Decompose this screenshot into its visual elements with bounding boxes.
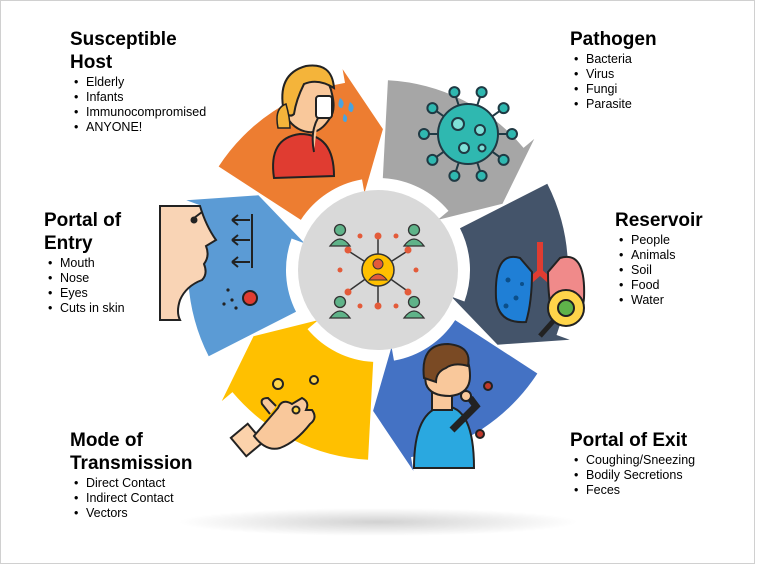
list-item: Soil — [619, 263, 703, 278]
coughing-person-icon — [412, 342, 493, 469]
list-item: Direct Contact — [74, 476, 193, 491]
list-item: Cuts in skin — [48, 301, 125, 316]
list-item: Elderly — [74, 75, 206, 90]
infected-lungs-icon — [494, 242, 586, 338]
sneezing-person-icon — [272, 64, 354, 180]
list-item: Indirect Contact — [74, 491, 193, 506]
list-item: Water — [619, 293, 703, 308]
list-item: ANYONE! — [74, 120, 206, 135]
wheel-shadow — [178, 508, 578, 536]
list-item: Infants — [74, 90, 206, 105]
infection-spread-network-icon — [328, 223, 426, 319]
pathogen-title: Pathogen — [570, 29, 657, 50]
mode-of-transmission-list: Direct Contact Indirect Contact Vectors — [70, 476, 193, 521]
list-item: Virus — [574, 67, 657, 82]
list-item: Immunocompromised — [74, 105, 206, 120]
list-item: Mouth — [48, 256, 125, 271]
mode-of-transmission-title-line2: Transmission — [70, 453, 193, 474]
portal-of-exit-label: Portal of Exit Coughing/Sneezing Bodily … — [570, 429, 695, 498]
portal-of-exit-list: Coughing/Sneezing Bodily Secretions Fece… — [570, 453, 695, 498]
list-item: Nose — [48, 271, 125, 286]
list-item: Food — [619, 278, 703, 293]
segment-portal-entry — [186, 195, 305, 357]
list-item: Feces — [574, 483, 695, 498]
list-item: Eyes — [48, 286, 125, 301]
list-item: Fungi — [574, 82, 657, 97]
portal-of-entry-list: Mouth Nose Eyes Cuts in skin — [44, 256, 125, 316]
segment-mode-transmission — [221, 320, 374, 460]
reservoir-list: People Animals Soil Food Water — [615, 233, 703, 308]
list-item: Bacteria — [574, 52, 657, 67]
susceptible-host-title-line2: Host — [70, 52, 113, 73]
pathogen-list: Bacteria Virus Fungi Parasite — [570, 52, 657, 112]
virus-icon — [418, 86, 518, 182]
reservoir-title: Reservoir — [615, 210, 703, 231]
portal-of-entry-title-line1: Portal of — [44, 210, 122, 231]
list-item: Bodily Secretions — [574, 468, 695, 483]
susceptible-host-list: Elderly Infants Immunocompromised ANYONE… — [70, 75, 206, 135]
list-item: Vectors — [74, 506, 193, 521]
list-item: Animals — [619, 248, 703, 263]
portal-of-exit-title: Portal of Exit — [570, 430, 688, 451]
list-item: People — [619, 233, 703, 248]
mode-of-transmission-title-line1: Mode of — [70, 430, 143, 451]
reservoir-label: Reservoir People Animals Soil Food Water — [615, 209, 703, 308]
germy-hand-icon — [229, 375, 319, 458]
portal-of-entry-title-line2: Entry — [44, 233, 93, 254]
pathogen-label: Pathogen Bacteria Virus Fungi Parasite — [570, 28, 657, 112]
list-item: Parasite — [574, 97, 657, 112]
list-item: Coughing/Sneezing — [574, 453, 695, 468]
susceptible-host-title-line1: Susceptible — [70, 29, 177, 50]
face-inhaling-icon — [159, 205, 258, 321]
